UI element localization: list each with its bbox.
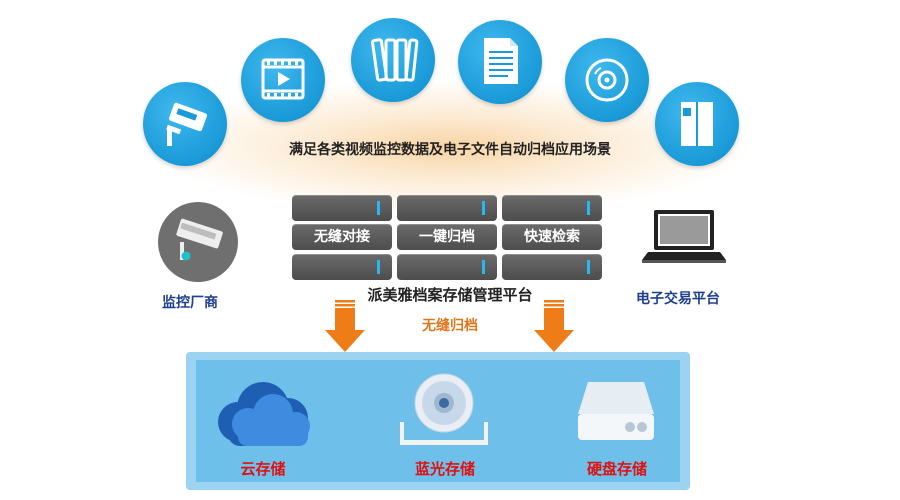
down-arrow-icon [325,300,365,354]
hard-drive-icon [576,378,656,442]
arrow-label: 无缝归档 [422,318,478,334]
platform-tile [292,254,392,280]
status-led [482,260,485,274]
cctv-camera-icon [143,82,227,166]
left-source-label: 监控厂商 [162,295,218,311]
platform-button-label: 快速检索 [524,229,580,245]
video-icon [241,38,325,122]
document-icon [458,20,542,104]
platform-tile [502,195,602,221]
optical-disc-icon [398,372,490,450]
platform-button-seamless [292,224,392,250]
platform-tile [397,254,497,280]
right-source-label: 电子交易平台 [636,291,720,307]
surveillance-camera-icon [158,202,238,282]
scene-label: 满足各类视频监控数据及电子文件自动归档应用场景 [289,142,611,158]
archive-files-icon [351,18,435,102]
status-led [587,201,590,215]
status-led [377,260,380,274]
status-led [377,201,380,215]
storage-label-cloud: 云存储 [240,460,286,478]
down-arrow-icon [534,300,574,354]
laptop-icon [642,208,726,264]
platform-tile [502,254,602,280]
cloud-icon [208,378,318,450]
storage-label-hdd: 硬盘存储 [586,460,647,478]
server-cabinet-icon [655,82,739,166]
status-led [587,260,590,274]
platform-button-label: 一键归档 [419,229,475,245]
status-led [482,201,485,215]
storage-label-bluray: 蓝光存储 [414,460,475,478]
platform-button-search [502,224,602,250]
disc-icon [565,38,649,122]
platform-button-archive [397,224,497,250]
platform-tile [292,195,392,221]
platform-button-label: 无缝对接 [314,229,370,245]
platform-tile [397,195,497,221]
platform-title: 派美雅档案存储管理平台 [367,286,533,304]
